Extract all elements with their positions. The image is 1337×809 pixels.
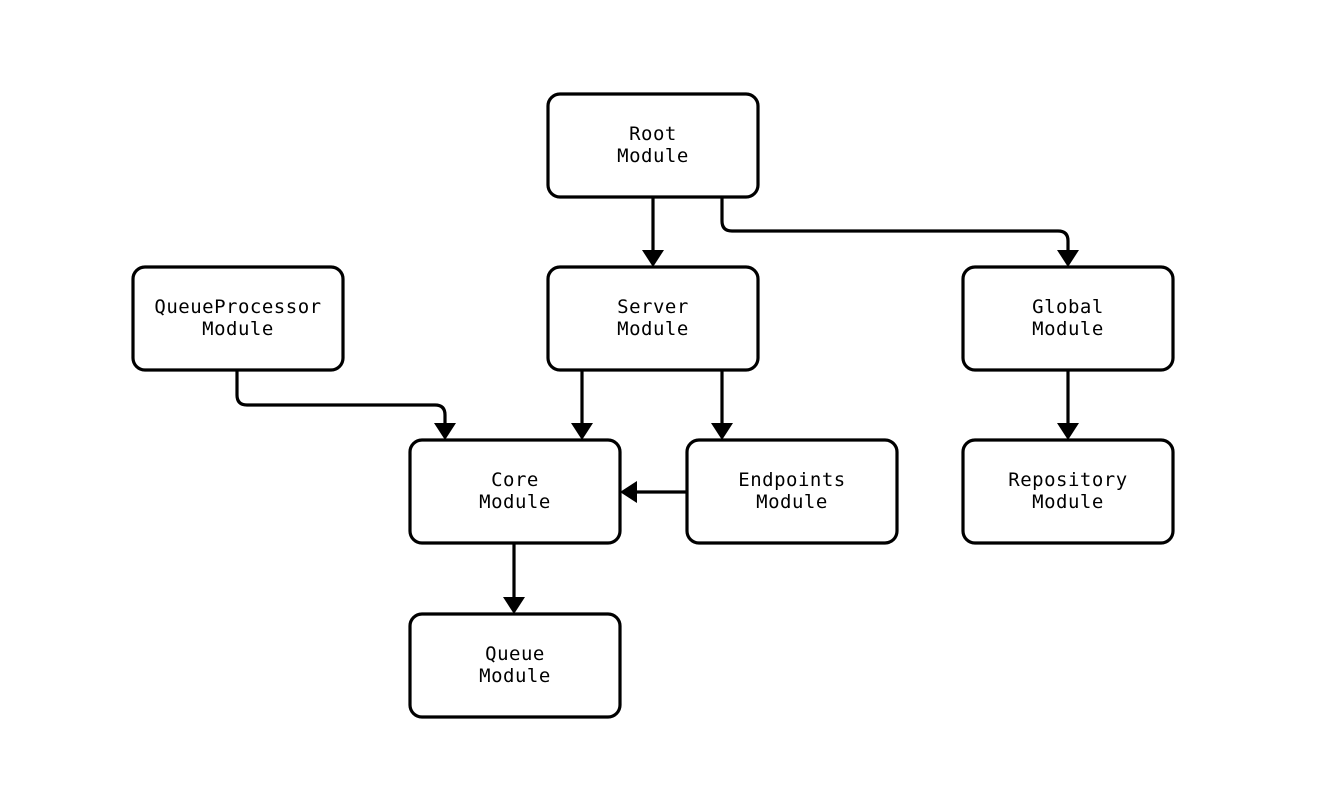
edge-line (720, 197, 1070, 252)
arrowhead-icon (1057, 250, 1079, 267)
node-box[interactable] (408, 612, 622, 719)
edge-line (235, 370, 447, 425)
node-label-line1: Repository (1008, 469, 1127, 491)
node-box[interactable] (546, 92, 760, 199)
node-label-line2: Module (202, 318, 274, 340)
edge-server-to-core (571, 370, 593, 440)
node-box[interactable] (961, 438, 1175, 545)
node-label-line2: Module (617, 318, 689, 340)
arrowhead-icon (503, 597, 525, 614)
arrowhead-icon (434, 423, 456, 440)
node-label-line1: Root (629, 123, 677, 145)
node-label-line2: Module (617, 145, 689, 167)
edge-root-to-global (720, 197, 1079, 267)
node-label-line1: Global (1032, 296, 1104, 318)
arrowhead-icon (620, 481, 637, 503)
node-label-line2: Module (479, 491, 551, 513)
node-box[interactable] (131, 265, 345, 372)
arrowhead-icon (571, 423, 593, 440)
node-label-line1: Core (491, 469, 539, 491)
edge-global-to-repository (1057, 370, 1079, 440)
node-label-line1: Queue (485, 643, 545, 665)
node-label-line1: QueueProcessor (154, 296, 321, 318)
node-label-line2: Module (1032, 491, 1104, 513)
node-label-line2: Module (1032, 318, 1104, 340)
edge-queueprocessor-to-core (235, 370, 456, 440)
edge-server-to-endpoints (711, 370, 733, 440)
arrowhead-icon (1057, 423, 1079, 440)
arrowhead-icon (711, 423, 733, 440)
node-box[interactable] (546, 265, 760, 372)
node-label-line1: Endpoints (738, 469, 845, 491)
node-label-line2: Module (756, 491, 828, 513)
edge-endpoints-to-core (620, 481, 687, 503)
node-label-line2: Module (479, 665, 551, 687)
node-box[interactable] (685, 438, 899, 545)
node-box[interactable] (961, 265, 1175, 372)
edge-root-to-server (642, 197, 664, 267)
node-box[interactable] (408, 438, 622, 545)
edge-core-to-queue (503, 543, 525, 614)
edges-layer (235, 197, 1079, 614)
arrowhead-icon (642, 250, 664, 267)
nodes-layer: RootModuleQueueProcessorModuleServerModu… (131, 92, 1175, 719)
node-label-line1: Server (617, 296, 689, 318)
